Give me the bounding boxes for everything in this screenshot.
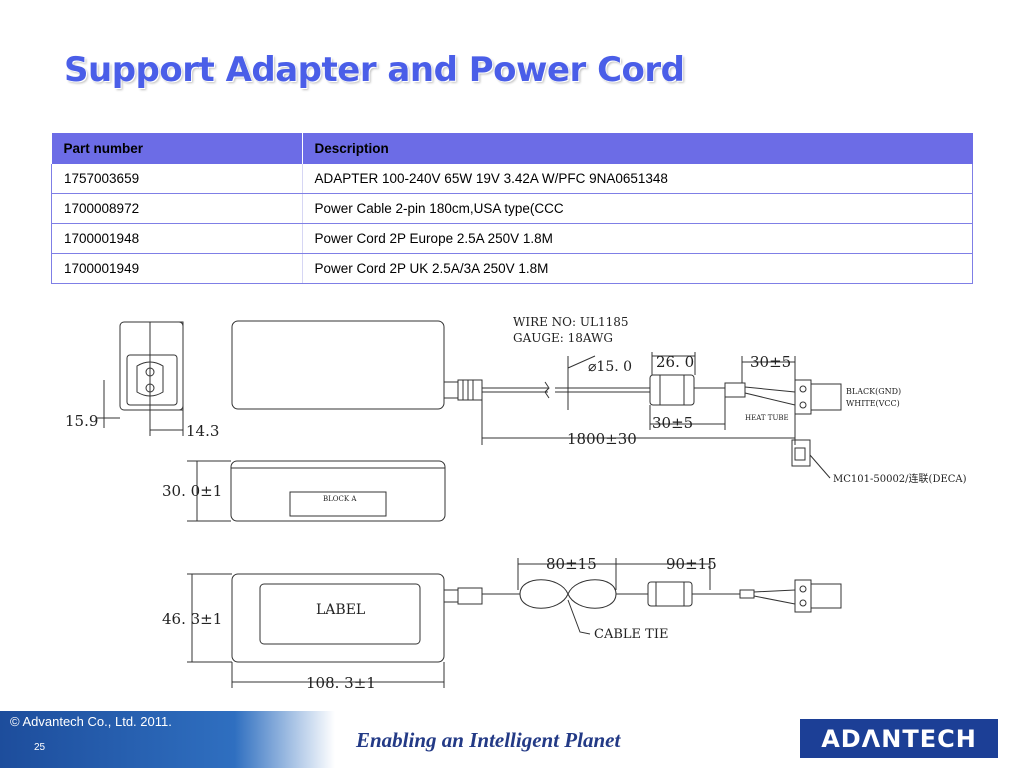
dim-46-label: 46. 3±1 — [162, 610, 222, 628]
black-gnd-label: BLACK(GND) — [846, 387, 901, 396]
table-row: 1757003659 ADAPTER 100-240V 65W 19V 3.42… — [51, 164, 973, 194]
dim-30-top-label: 30±5 — [750, 353, 791, 371]
label-text: LABEL — [316, 602, 365, 618]
dim-14-3-label: 14.3 — [186, 422, 219, 440]
dim-26-label: 26. 0 — [656, 353, 694, 371]
table-row: 1700008972 Power Cable 2-pin 180cm,USA t… — [51, 193, 973, 224]
parts-table: Part number Description 1757003659 ADAPT… — [51, 133, 973, 284]
dim-90-label: 90±15 — [666, 555, 717, 573]
slide-title: Support Adapter and Power Cord — [64, 50, 685, 90]
description-cell: ADAPTER 100-240V 65W 19V 3.42A W/PFC 9NA… — [302, 164, 973, 194]
diameter-label: ⌀15. 0 — [588, 359, 632, 375]
tagline: Enabling an Intelligent Planet — [356, 728, 621, 752]
wire-no-label: WIRE NO: UL1185 — [513, 315, 629, 329]
description-cell: Power Cable 2-pin 180cm,USA type(CCC — [302, 193, 973, 224]
header-part-number: Part number — [51, 133, 303, 164]
table-row: 1700001948 Power Cord 2P Europe 2.5A 250… — [51, 223, 973, 254]
adapter-side-view — [187, 460, 446, 522]
dim-80-label: 80±15 — [546, 555, 597, 573]
part-number-cell: 1700001948 — [51, 223, 303, 254]
white-vcc-label: WHITE(VCC) — [846, 399, 900, 408]
description-cell: Power Cord 2P Europe 2.5A 250V 1.8M — [302, 223, 973, 254]
connector-label: MC101-50002/连联(DECA) — [833, 472, 967, 485]
dim-30-bottom-label: 30±5 — [652, 414, 693, 432]
dim-108-label: 108. 3±1 — [306, 674, 376, 692]
logo-text: ADΛNTECH — [821, 724, 977, 753]
description-cell: Power Cord 2P UK 2.5A/3A 250V 1.8M — [302, 253, 973, 284]
part-number-cell: 1700008972 — [51, 193, 303, 224]
heat-tube-label: HEAT TUBE — [745, 414, 789, 422]
adapter-bottom-view — [187, 558, 842, 688]
cable-tie-label: CABLE TIE — [594, 627, 668, 642]
gauge-label: GAUGE: 18AWG — [513, 331, 613, 345]
table-row: 1700001949 Power Cord 2P UK 2.5A/3A 250V… — [51, 253, 973, 284]
adapter-technical-drawing: 15.9 14.3 — [65, 315, 967, 692]
part-number-cell: 1757003659 — [51, 164, 303, 194]
connector-detail — [791, 439, 831, 479]
header-description: Description — [302, 133, 973, 164]
page-number: 25 — [34, 742, 46, 753]
table-header-row: Part number Description — [51, 133, 973, 164]
footer-left-band — [0, 711, 335, 768]
copyright-text: © Advantech Co., Ltd. 2011. — [10, 714, 172, 729]
adapter-front-view — [96, 321, 184, 436]
part-number-cell: 1700001949 — [51, 253, 303, 284]
dim-1800-label: 1800±30 — [567, 430, 637, 448]
adapter-top-view — [231, 320, 842, 445]
dim-30-height-label: 30. 0±1 — [162, 482, 222, 500]
dim-15-9-label: 15.9 — [65, 412, 98, 430]
block-a-label: BLOCK A — [323, 495, 357, 503]
advantech-logo: ADΛNTECH — [800, 719, 998, 758]
